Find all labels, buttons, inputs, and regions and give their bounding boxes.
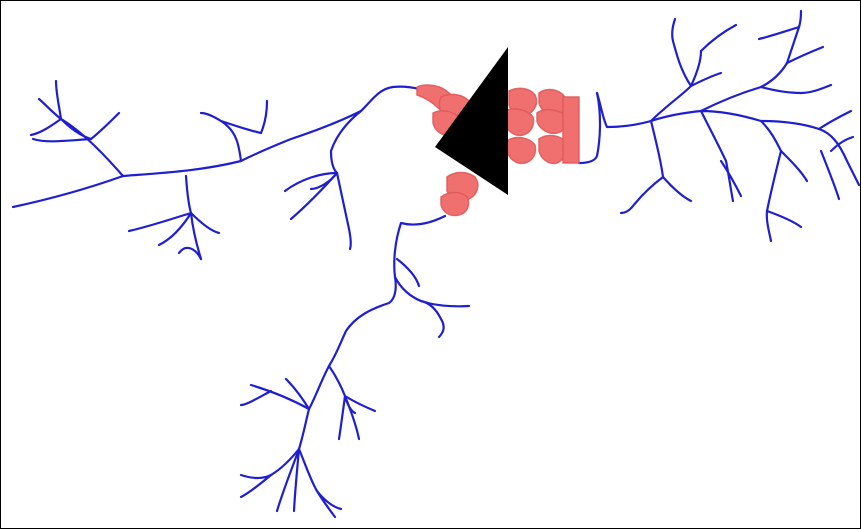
lower-neuron-dendrites — [241, 216, 469, 517]
right-neuron-dendrites — [579, 11, 859, 241]
synapse-bouton — [563, 97, 579, 163]
synapse-bouton — [507, 138, 536, 164]
synapse-bouton — [505, 109, 534, 135]
synapse-bouton — [441, 193, 469, 216]
left-neuron-dendrites — [13, 81, 419, 259]
